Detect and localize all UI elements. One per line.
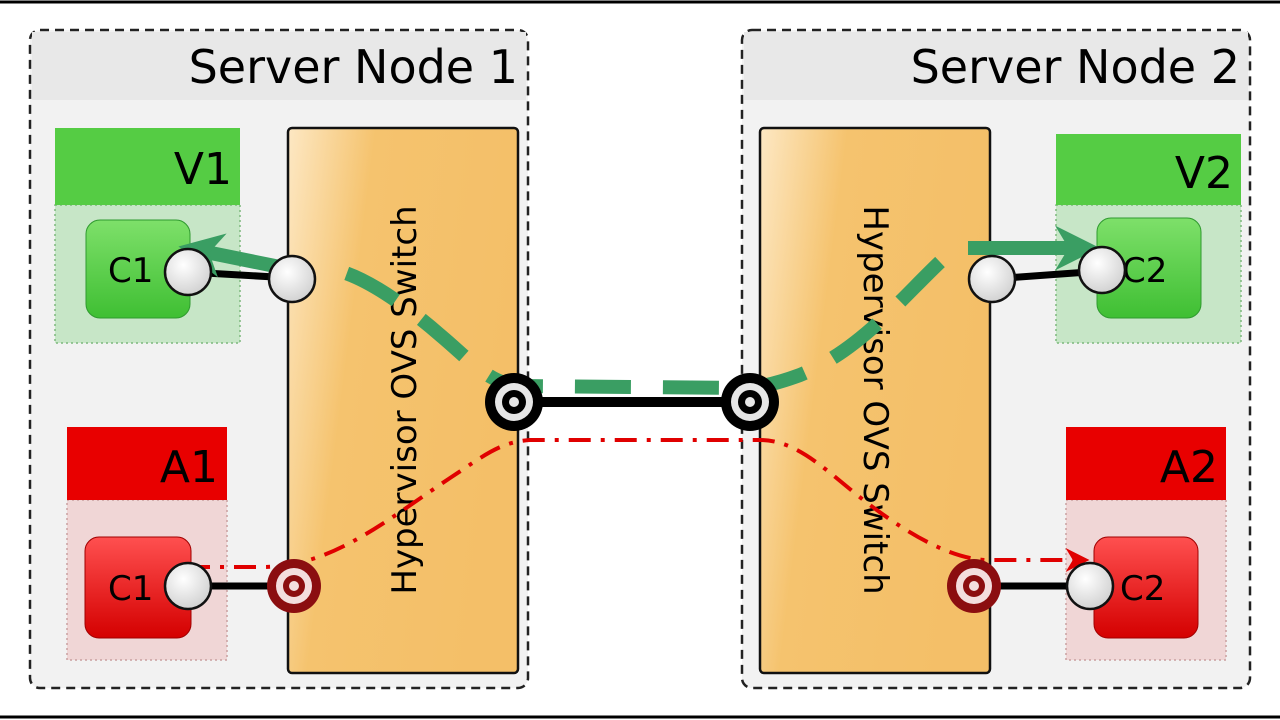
vm-a1: A1 C1 <box>66 427 228 661</box>
vm-v2-container-label: C2 <box>1122 251 1167 291</box>
vm-a2-header <box>1066 427 1226 500</box>
server-node-2-title: Server Node 2 <box>911 40 1240 94</box>
nic-port-node2 <box>721 373 779 431</box>
port-v2-container <box>1077 245 1127 295</box>
green-flow-arrow-v1 <box>178 233 287 278</box>
hypervisor-switch-2-label: Hypervisor OVS Switch <box>855 205 895 594</box>
port-switch2-v2 <box>967 254 1017 304</box>
vm-a1-container-label: C1 <box>108 569 153 609</box>
port-a2-container <box>1065 561 1115 611</box>
server-node-1-title: Server Node 1 <box>189 40 518 94</box>
tunnel-port-a2 <box>947 559 1001 613</box>
tunnel-port-a1 <box>267 559 321 613</box>
server-node-1-header <box>32 32 526 100</box>
vm-a2-container-label: C2 <box>1120 569 1165 609</box>
vm-a1-header <box>67 427 227 500</box>
vm-v2: V2 C2 <box>1055 134 1242 344</box>
vm-v1-header <box>55 128 240 205</box>
vm-v2-header <box>1056 134 1241 205</box>
vm-v2-label: V2 <box>1175 148 1233 199</box>
vm-v1-container-label: C1 <box>108 251 153 291</box>
vm-v1: V1 C1 <box>54 128 241 344</box>
vm-a2-label: A2 <box>1160 442 1218 493</box>
red-flow-path <box>188 438 1090 572</box>
port-v1-container <box>163 247 213 297</box>
nic-port-node1 <box>485 373 543 431</box>
port-switch1-v1 <box>267 254 317 304</box>
vm-a1-label: A1 <box>160 442 218 493</box>
vm-a2: A2 C2 <box>1065 427 1227 661</box>
port-a1-container <box>163 561 213 611</box>
server-node-2-header <box>744 32 1248 100</box>
hypervisor-switch-1-label: Hypervisor OVS Switch <box>385 205 425 594</box>
vm-v1-label: V1 <box>174 144 232 195</box>
hypervisor-switch-1: Hypervisor OVS Switch <box>286 126 520 675</box>
